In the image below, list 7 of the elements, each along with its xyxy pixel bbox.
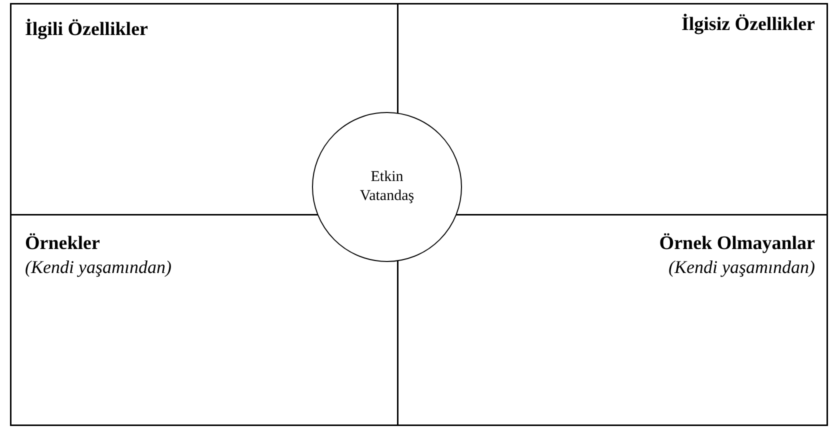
concept-label: Etkin Vatandaş: [358, 168, 416, 206]
quadrant-subheading: (Kendi yaşamından): [668, 256, 815, 278]
quadrant-subheading: (Kendi yaşamından): [25, 256, 172, 278]
quadrant-heading: Örnekler: [25, 232, 100, 256]
quadrant-heading: İlgili Özellikler: [25, 18, 148, 42]
quadrant-heading: İlgisiz Özellikler: [681, 13, 815, 37]
quadrant-heading: Örnek Olmayanlar: [659, 232, 815, 256]
